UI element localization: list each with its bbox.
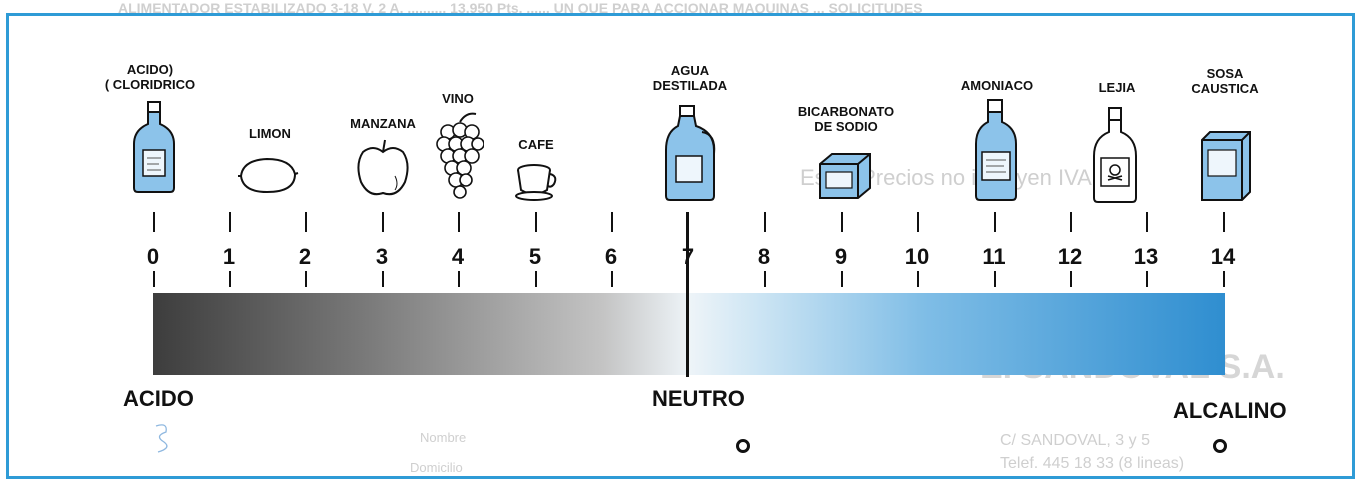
upper-tick-14 [1223, 212, 1225, 232]
lower-tick-0 [153, 271, 155, 287]
scale-number-3: 3 [375, 244, 389, 269]
pencil-scribble-icon [155, 424, 168, 453]
upper-tick-10 [917, 212, 919, 232]
ring-mark [1213, 439, 1227, 453]
label-agua-destilada: AGUA DESTILADA [652, 63, 728, 93]
lower-tick-9 [841, 271, 843, 287]
lower-tick-5 [535, 271, 537, 287]
label-cafe: CAFE [518, 137, 554, 152]
lower-tick-10 [917, 271, 919, 287]
lower-tick-6 [611, 271, 613, 287]
scale-number-6: 6 [604, 244, 618, 269]
lower-tick-13 [1146, 271, 1148, 287]
bleed-address: C/ SANDOVAL, 3 y 5 [1000, 432, 1150, 449]
scale-number-8: 8 [757, 244, 771, 269]
upper-tick-4 [458, 212, 460, 232]
upper-tick-6 [611, 212, 613, 232]
zone-label-neutro: NEUTRO [652, 386, 745, 411]
grapes-icon [436, 112, 484, 199]
lower-tick-14 [1223, 271, 1225, 287]
upper-tick-8 [764, 212, 766, 232]
upper-tick-11 [994, 212, 996, 232]
water-jug-icon [665, 105, 716, 201]
label-amoniaco: AMONIACO [960, 78, 1034, 93]
label-vino: VINO [442, 91, 474, 106]
upper-tick-12 [1070, 212, 1072, 232]
neutral-marker-line [686, 212, 689, 377]
scale-number-10: 10 [904, 244, 930, 269]
coffee-cup-icon [515, 164, 557, 201]
scale-number-14: 14 [1210, 244, 1236, 269]
upper-tick-0 [153, 212, 155, 232]
scale-number-9: 9 [834, 244, 848, 269]
ammonia-bottle-icon [975, 99, 1017, 201]
lower-tick-2 [305, 271, 307, 287]
bleed-phone: Telef. 445 18 33 (8 lineas) [1000, 455, 1185, 472]
upper-tick-2 [305, 212, 307, 232]
upper-tick-3 [382, 212, 384, 232]
label-sosa-caustica: SOSA CAUSTICA [1191, 66, 1259, 96]
bleach-bottle-icon [1093, 107, 1137, 203]
bleed-form-field: Nombre [420, 430, 467, 445]
scale-number-11: 11 [982, 244, 1006, 269]
scale-number-1: 1 [222, 244, 236, 269]
label-limon: LIMON [249, 126, 291, 141]
label-manzana: MANZANA [350, 116, 416, 131]
lower-tick-12 [1070, 271, 1072, 287]
scale-number-2: 2 [298, 244, 312, 269]
upper-tick-1 [229, 212, 231, 232]
upper-tick-5 [535, 212, 537, 232]
lower-tick-1 [229, 271, 231, 287]
figure-frame [6, 13, 1355, 479]
lower-tick-3 [382, 271, 384, 287]
label-acido-cloridrico: ACIDO) ( CLORIDRICO [104, 62, 196, 92]
scale-number-13: 13 [1133, 244, 1159, 269]
lower-tick-4 [458, 271, 460, 287]
acid-bottle-icon [133, 101, 175, 193]
scale-number-0: 0 [146, 244, 160, 269]
lower-tick-8 [764, 271, 766, 287]
zone-label-alcalino: ALCALINO [1173, 398, 1287, 423]
bleed-top-line: ALIMENTADOR ESTABILIZADO 3-18 V. 2 A. ..… [118, 0, 923, 16]
upper-tick-9 [841, 212, 843, 232]
caustic-soda-box-icon [1201, 131, 1251, 201]
scale-number-12: 12 [1057, 244, 1083, 269]
zone-label-acido: ACIDO [123, 386, 194, 411]
ph-gradient-bar [153, 293, 1225, 375]
scale-number-5: 5 [528, 244, 542, 269]
upper-tick-13 [1146, 212, 1148, 232]
scale-number-4: 4 [451, 244, 465, 269]
lemon-icon [238, 157, 299, 194]
ring-mark [736, 439, 750, 453]
lower-tick-11 [994, 271, 996, 287]
box-icon [819, 153, 871, 199]
label-bicarbonato: BICARBONATO DE SODIO [797, 104, 895, 134]
apple-icon [357, 139, 409, 196]
label-lejia: LEJIA [1098, 80, 1136, 95]
bleed-form-field: Domicilio [410, 460, 463, 475]
